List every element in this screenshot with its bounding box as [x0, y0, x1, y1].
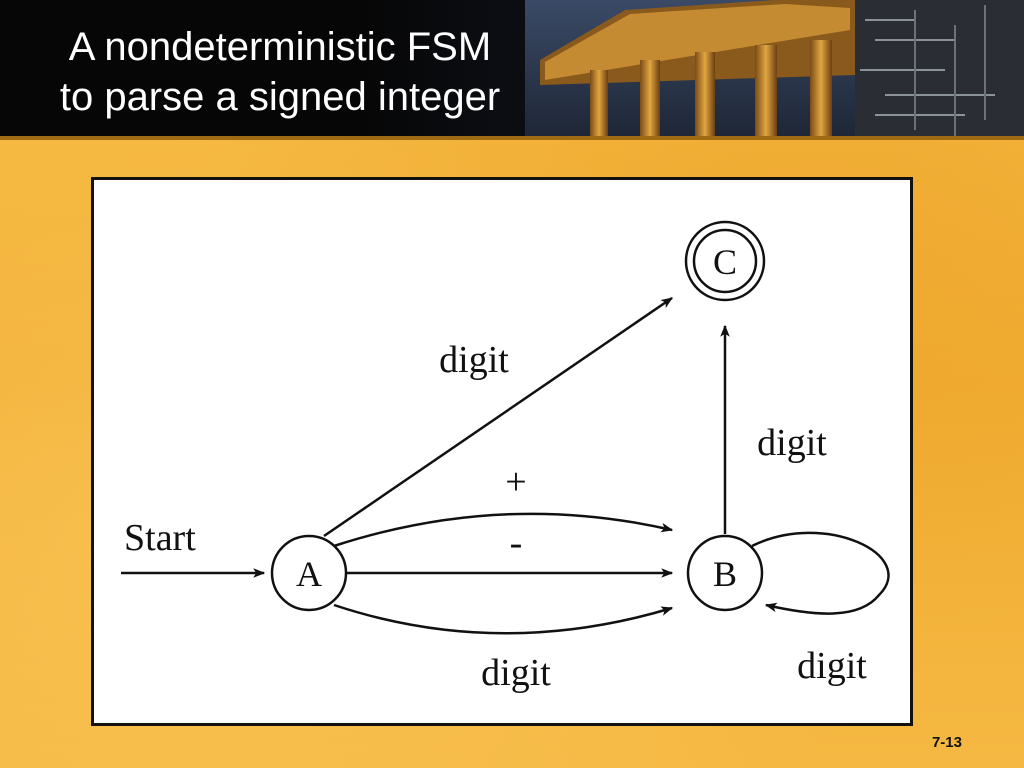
slide-number: 7-13 — [931, 734, 962, 751]
a-to-b-plus-label: + — [505, 461, 526, 503]
state-a-label: A — [296, 554, 322, 594]
a-to-b-minus-label: - — [510, 522, 523, 564]
fsm-diagram: A B C Start digit + - digit digit digit — [121, 220, 890, 694]
start-label: Start — [124, 517, 196, 559]
transition-a-to-b-digit — [333, 603, 674, 635]
state-c-inner-circle — [692, 228, 758, 294]
slide-header: A nondeterministic FSM to parse a signed… — [0, 0, 1024, 138]
b-to-c-label: digit — [757, 422, 827, 464]
a-to-b-digit-label: digit — [481, 652, 551, 694]
state-a-circle — [270, 534, 348, 612]
title-line-2: to parse a signed integer — [59, 75, 501, 119]
state-b-label: B — [713, 554, 737, 594]
transition-b-loop — [751, 531, 890, 615]
architecture-photo — [355, 0, 1024, 138]
state-b-circle — [686, 534, 764, 612]
transition-a-to-b-plus — [333, 512, 674, 548]
header-divider — [0, 136, 1024, 140]
state-c-label: C — [713, 242, 737, 282]
transition-a-to-c — [323, 296, 673, 538]
a-to-c-label: digit — [439, 339, 509, 381]
title-line-1: A nondeterministic FSM — [68, 25, 492, 69]
b-loop-label: digit — [797, 645, 867, 687]
slide-title: A nondeterministic FSM to parse a signed… — [0, 22, 560, 122]
fsm-diagram-panel: A B C Start digit + - digit digit digit — [91, 177, 913, 726]
